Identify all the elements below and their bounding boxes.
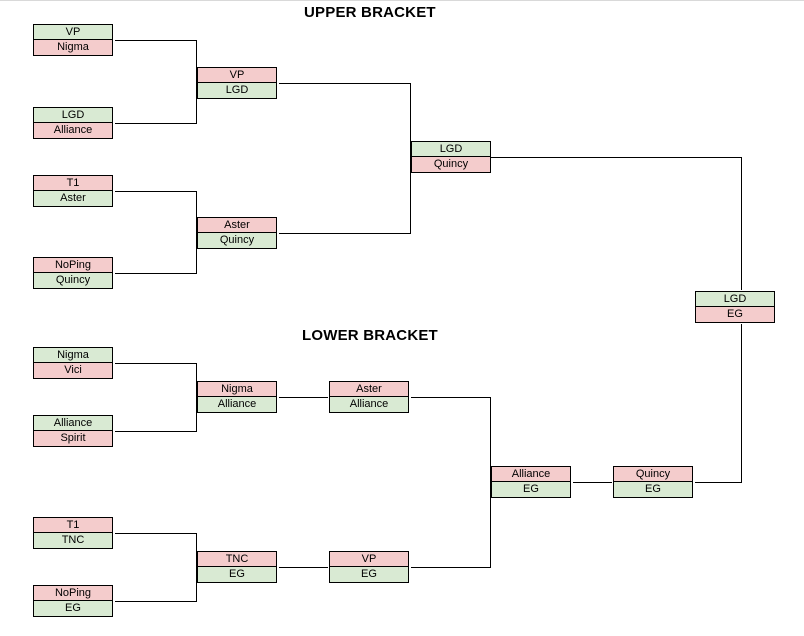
team-cell: NoPing — [33, 585, 113, 601]
lower-bracket-heading: LOWER BRACKET — [302, 327, 438, 344]
team-cell: VP — [329, 551, 409, 567]
team-cell: Alliance — [329, 397, 409, 413]
connector-line — [491, 157, 742, 290]
team-cell: EG — [613, 482, 693, 498]
connector-line — [115, 40, 197, 124]
team-cell: LGD — [411, 141, 491, 157]
team-cell: Alliance — [33, 123, 113, 139]
team-cell: EG — [695, 307, 775, 323]
team-cell: VP — [33, 24, 113, 40]
team-cell: VP — [197, 67, 277, 83]
upper-bracket-heading: UPPER BRACKET — [304, 4, 436, 21]
team-cell: Quincy — [197, 233, 277, 249]
team-cell: NoPing — [33, 257, 113, 273]
team-cell: Quincy — [411, 157, 491, 173]
team-cell: Alliance — [491, 466, 571, 482]
team-cell: T1 — [33, 175, 113, 191]
team-cell: LGD — [33, 107, 113, 123]
team-cell: EG — [197, 567, 277, 583]
team-cell: Alliance — [33, 415, 113, 431]
sheet-gridline — [0, 0, 804, 1]
team-cell: Spirit — [33, 431, 113, 447]
team-cell: Aster — [197, 217, 277, 233]
team-cell: Aster — [33, 191, 113, 207]
connector-line — [279, 83, 411, 234]
connector-line — [115, 533, 197, 602]
team-cell: Alliance — [197, 397, 277, 413]
team-cell: Aster — [329, 381, 409, 397]
team-cell: Nigma — [197, 381, 277, 397]
team-cell: Quincy — [33, 273, 113, 289]
team-cell: TNC — [197, 551, 277, 567]
team-cell: LGD — [695, 291, 775, 307]
connector-line — [115, 363, 197, 432]
team-cell: Nigma — [33, 40, 113, 56]
connector-line — [411, 397, 491, 568]
team-cell: Quincy — [613, 466, 693, 482]
team-cell: Nigma — [33, 347, 113, 363]
team-cell: EG — [33, 601, 113, 617]
team-cell: TNC — [33, 533, 113, 549]
team-cell: EG — [491, 482, 571, 498]
connector-line — [695, 324, 742, 483]
connector-line — [115, 191, 197, 274]
team-cell: EG — [329, 567, 409, 583]
team-cell: T1 — [33, 517, 113, 533]
team-cell: Vici — [33, 363, 113, 379]
team-cell: LGD — [197, 83, 277, 99]
